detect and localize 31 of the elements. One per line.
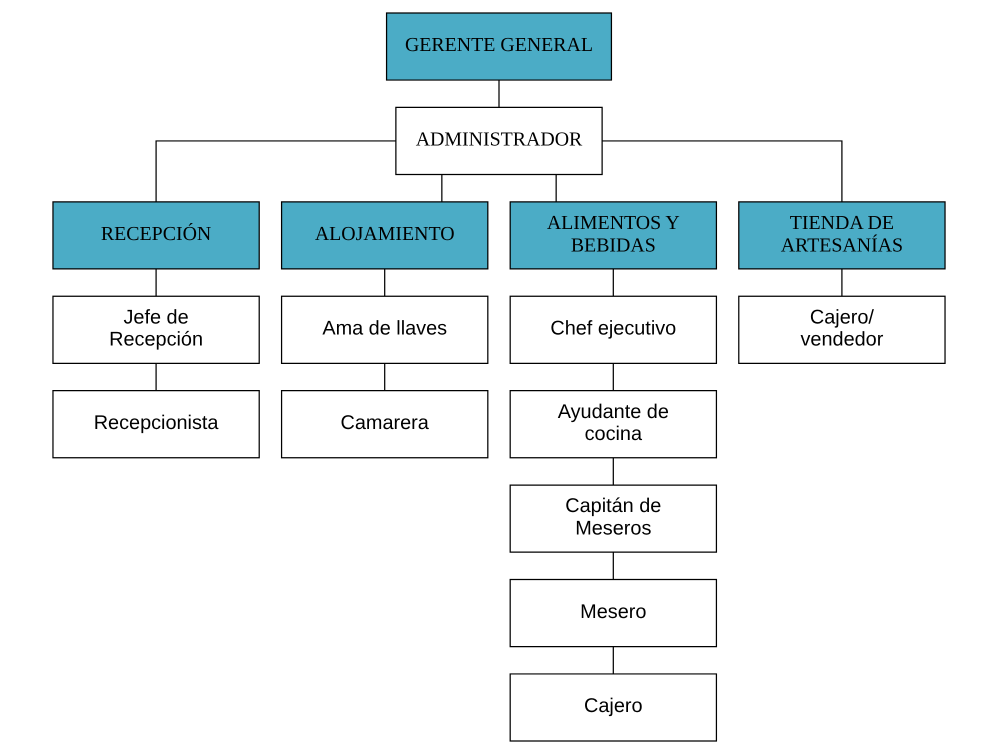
node-box: Capitán de Meseros [509,484,717,553]
node-box: Mesero [509,578,717,648]
node-box: GERENTE GENERAL [385,12,612,81]
node-box: Recepcionista [52,390,260,458]
node-box: Chef ejecutivo [509,296,717,364]
node-box: Ama de llaves [280,296,488,364]
connector [612,646,614,674]
connector [154,363,156,390]
node-box: TIENDA DE ARTESANÍAS [738,201,946,270]
connector [384,268,385,296]
node-box: Cajero/ vendedor [738,296,946,364]
node-box: Cajero [509,673,717,742]
connector [612,458,614,485]
connector [154,140,396,202]
node-box: ALOJAMIENTO [280,201,488,270]
connector [555,174,556,202]
node-box: Jefe de Recepción [52,296,260,364]
connector [612,268,614,296]
connector [384,363,385,390]
connector [602,140,842,202]
connector [612,552,614,580]
node-box: Camarera [280,390,488,458]
connector [440,174,442,202]
node-box: Ayudante de cocina [509,390,717,458]
connector [840,268,842,296]
connector [612,363,614,390]
node-box: RECEPCIÓN [52,201,260,270]
connector [498,80,500,108]
connector [154,268,156,296]
node-box: ADMINISTRADOR [394,106,602,176]
node-box: ALIMENTOS Y BEBIDAS [509,201,717,270]
